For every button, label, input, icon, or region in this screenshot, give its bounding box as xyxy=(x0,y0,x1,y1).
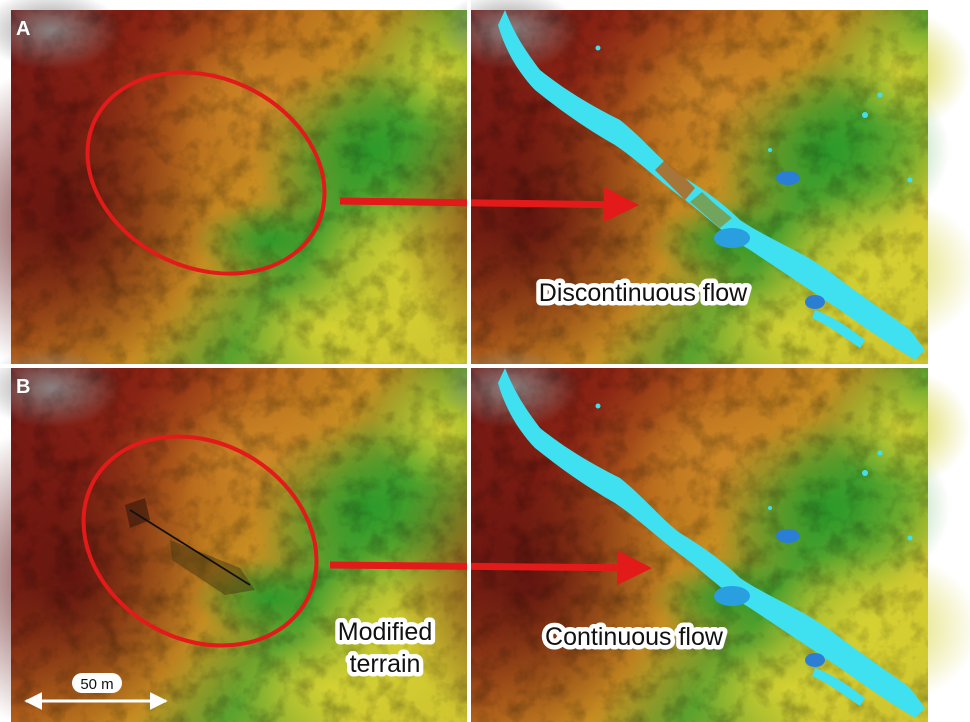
panel-b-left-terrain-map xyxy=(0,348,521,722)
panel-b-right-terrain-map xyxy=(390,348,970,722)
panel-a-left-terrain-map xyxy=(0,0,521,380)
panel-a-caption-halo: Discontinuous flow xyxy=(539,279,748,307)
scale-bar: 50 m xyxy=(24,673,168,710)
panel-b-letter: B xyxy=(16,376,30,398)
panel-a-arrow xyxy=(339,187,639,223)
modified-terrain-line1-halo: Modified xyxy=(338,618,433,646)
panel-a-stream xyxy=(498,10,925,360)
panel-a-letter: A xyxy=(16,18,30,40)
panel-a: A Discontinuous flow Discontinuous flow xyxy=(0,0,970,380)
panel-a-ellipse xyxy=(85,70,327,276)
panel-a-caption-text: Discontinuous flow xyxy=(539,279,748,307)
panel-b-arrow xyxy=(329,550,652,586)
horizontal-separator xyxy=(0,364,970,368)
panel-b: B Continuous flow Continuous flow Modifi… xyxy=(0,348,970,722)
modified-terrain-line2: terrain xyxy=(350,650,421,678)
vertical-separator xyxy=(467,0,471,722)
modified-terrain-line2-halo: terrain xyxy=(350,650,421,678)
scale-bar-label-bg xyxy=(72,673,122,693)
modified-terrain-cut xyxy=(125,498,255,595)
panel-b-caption-text: Continuous flow xyxy=(545,623,724,651)
modified-terrain-label: Modified Modified terrain terrain xyxy=(333,614,437,683)
scale-bar-label: 50 m xyxy=(80,676,113,693)
panel-b-caption: Continuous flow Continuous flow xyxy=(541,619,729,656)
modified-terrain-line1: Modified xyxy=(338,618,433,646)
panel-a-right-terrain-map xyxy=(390,0,970,380)
panel-b-caption-halo: Continuous flow xyxy=(545,623,724,651)
panel-a-caption: Discontinuous flow Discontinuous flow xyxy=(534,275,752,312)
panel-b-ellipse xyxy=(81,434,319,648)
